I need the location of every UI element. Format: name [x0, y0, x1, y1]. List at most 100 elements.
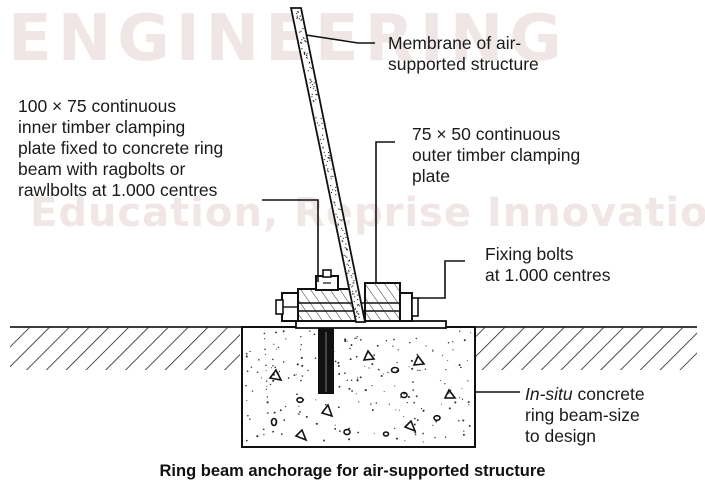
concrete-stipple-dot	[444, 383, 446, 385]
concrete-stipple-dot	[263, 332, 266, 335]
leader-lines	[262, 34, 520, 393]
inner-plate-label: 100 × 75 continuous inner timber clampin…	[18, 96, 223, 201]
concrete-stipple-dot	[414, 417, 416, 420]
inner-timber-clamping-plate	[297, 288, 357, 322]
membrane-stipple-dot	[351, 286, 353, 288]
membrane-stipple-dot	[336, 216, 338, 218]
concrete-stipple-dot	[364, 365, 366, 367]
concrete-stipple-dot	[279, 409, 282, 412]
membrane-stipple-dot	[296, 15, 298, 17]
concrete-stipple-dot	[373, 354, 375, 356]
membrane-stipple-dot	[311, 84, 313, 86]
concrete-stipple-dot	[376, 344, 379, 347]
concrete-stipple-dot	[349, 427, 351, 429]
membrane-stipple-dot	[340, 220, 342, 222]
membrane-stipple-dot	[329, 157, 331, 159]
concrete-stipple-dot	[392, 345, 394, 347]
concrete-stipple-dot	[277, 346, 280, 349]
concrete-stipple-dot	[358, 401, 360, 403]
membrane-stipple-dot	[335, 194, 337, 196]
concrete-stipple-dot	[424, 368, 427, 370]
membrane-stipple-dot	[309, 78, 311, 80]
concrete-stipple-dot	[375, 402, 378, 404]
fixing-bolts-label-line2: at 1.000 centres	[485, 265, 611, 285]
membrane-stipple-dot	[322, 134, 324, 136]
concrete-stipple-dot	[407, 395, 410, 398]
membrane-stipple-dot	[356, 310, 358, 312]
concrete-stipple-dot	[339, 430, 341, 432]
concrete-stipple-dot	[444, 436, 447, 438]
concrete-stipple-dot	[262, 428, 265, 431]
clamping-bolt-nut	[315, 269, 339, 291]
concrete-stipple-dot	[315, 422, 318, 425]
concrete-stipple-dot	[278, 370, 281, 373]
ring-beam-label-line1: In-situ concrete	[525, 384, 645, 405]
concrete-stipple-dot	[272, 379, 275, 382]
concrete-stipple-dot	[447, 341, 450, 344]
concrete-stipple-dot	[422, 409, 425, 412]
figure-caption: Ring beam anchorage for air-supported st…	[159, 462, 546, 480]
membrane-stipple-dot	[301, 39, 303, 41]
concrete-stipple-dot	[368, 367, 370, 369]
concrete-stipple-dot	[296, 364, 299, 366]
membrane-stipple-dot	[335, 213, 337, 215]
concrete-stipple-dot	[425, 345, 427, 347]
concrete-stipple-dot	[411, 367, 414, 370]
concrete-stipple-dot	[470, 332, 472, 334]
concrete-stipple-dot	[245, 384, 247, 387]
concrete-stipple-dot	[323, 439, 325, 442]
membrane-stipple-dot	[330, 185, 332, 187]
concrete-stipple-dot	[348, 387, 351, 390]
concrete-stipple-dot	[305, 415, 308, 418]
membrane-stipple-dot	[315, 99, 317, 101]
membrane-stipple-dot	[302, 28, 304, 30]
membrane-stipple-dot	[310, 79, 312, 81]
membrane-stipple-dot	[301, 48, 303, 50]
membrane-stipple-dot	[299, 31, 301, 33]
concrete-stipple-dot	[245, 352, 248, 355]
concrete-stipple-dot	[344, 338, 347, 341]
concrete-stipple-dot	[349, 347, 351, 350]
concrete-stipple-dot	[458, 397, 461, 399]
concrete-stipple-dot	[395, 409, 397, 411]
concrete-stipple-dot	[338, 372, 341, 375]
concrete-stipple-dot	[441, 403, 442, 405]
membrane-stipple-dot	[303, 37, 305, 39]
membrane-stipple-dot	[329, 159, 331, 161]
membrane-stipple-dot	[333, 201, 335, 203]
concrete-stipple-dot	[406, 401, 408, 404]
concrete-stipple-dot	[337, 406, 340, 409]
membrane-stipple-dot	[358, 305, 361, 307]
concrete-stipple-dot	[338, 385, 341, 388]
concrete-stipple-dot	[297, 413, 300, 415]
membrane-label-line2: supported structure	[388, 54, 539, 74]
inner-plate-label-line3: plate fixed to concrete ring	[18, 138, 224, 158]
membrane-stipple-dot	[330, 175, 332, 178]
membrane-stipple-dot	[357, 304, 360, 306]
concrete-stipple-dot	[371, 409, 374, 412]
concrete-stipple-dot	[404, 440, 406, 442]
concrete-stipple-dot	[385, 339, 388, 342]
concrete-stipple-dot	[461, 388, 463, 390]
concrete-stipple-dot	[280, 433, 283, 435]
membrane-stipple-dot	[322, 146, 324, 148]
concrete-stipple-dot	[270, 367, 272, 369]
concrete-stipple-dot	[349, 358, 352, 361]
concrete-stipple-dot	[315, 399, 317, 401]
membrane-stipple-dot	[322, 147, 324, 149]
membrane-stipple-dot	[296, 13, 298, 15]
membrane-stipple-dot	[300, 19, 302, 22]
membrane-stipple-dot	[306, 52, 308, 54]
concrete-stipple-dot	[334, 424, 336, 426]
membrane-stipple-dot	[326, 160, 328, 163]
concrete-stipple-dot	[460, 366, 462, 369]
membrane-stipple-dot	[316, 94, 318, 96]
concrete-stipple-dot	[422, 441, 424, 443]
ring-beam-label-italic: In-situ	[525, 384, 573, 404]
concrete-stipple-dot	[265, 388, 268, 390]
concrete-stipple-dot	[462, 433, 465, 436]
membrane-stipple-dot	[355, 315, 357, 317]
concrete-stipple-dot	[388, 403, 390, 405]
concrete-stipple-dot	[458, 363, 461, 367]
concrete-stipple-dot	[250, 366, 253, 368]
